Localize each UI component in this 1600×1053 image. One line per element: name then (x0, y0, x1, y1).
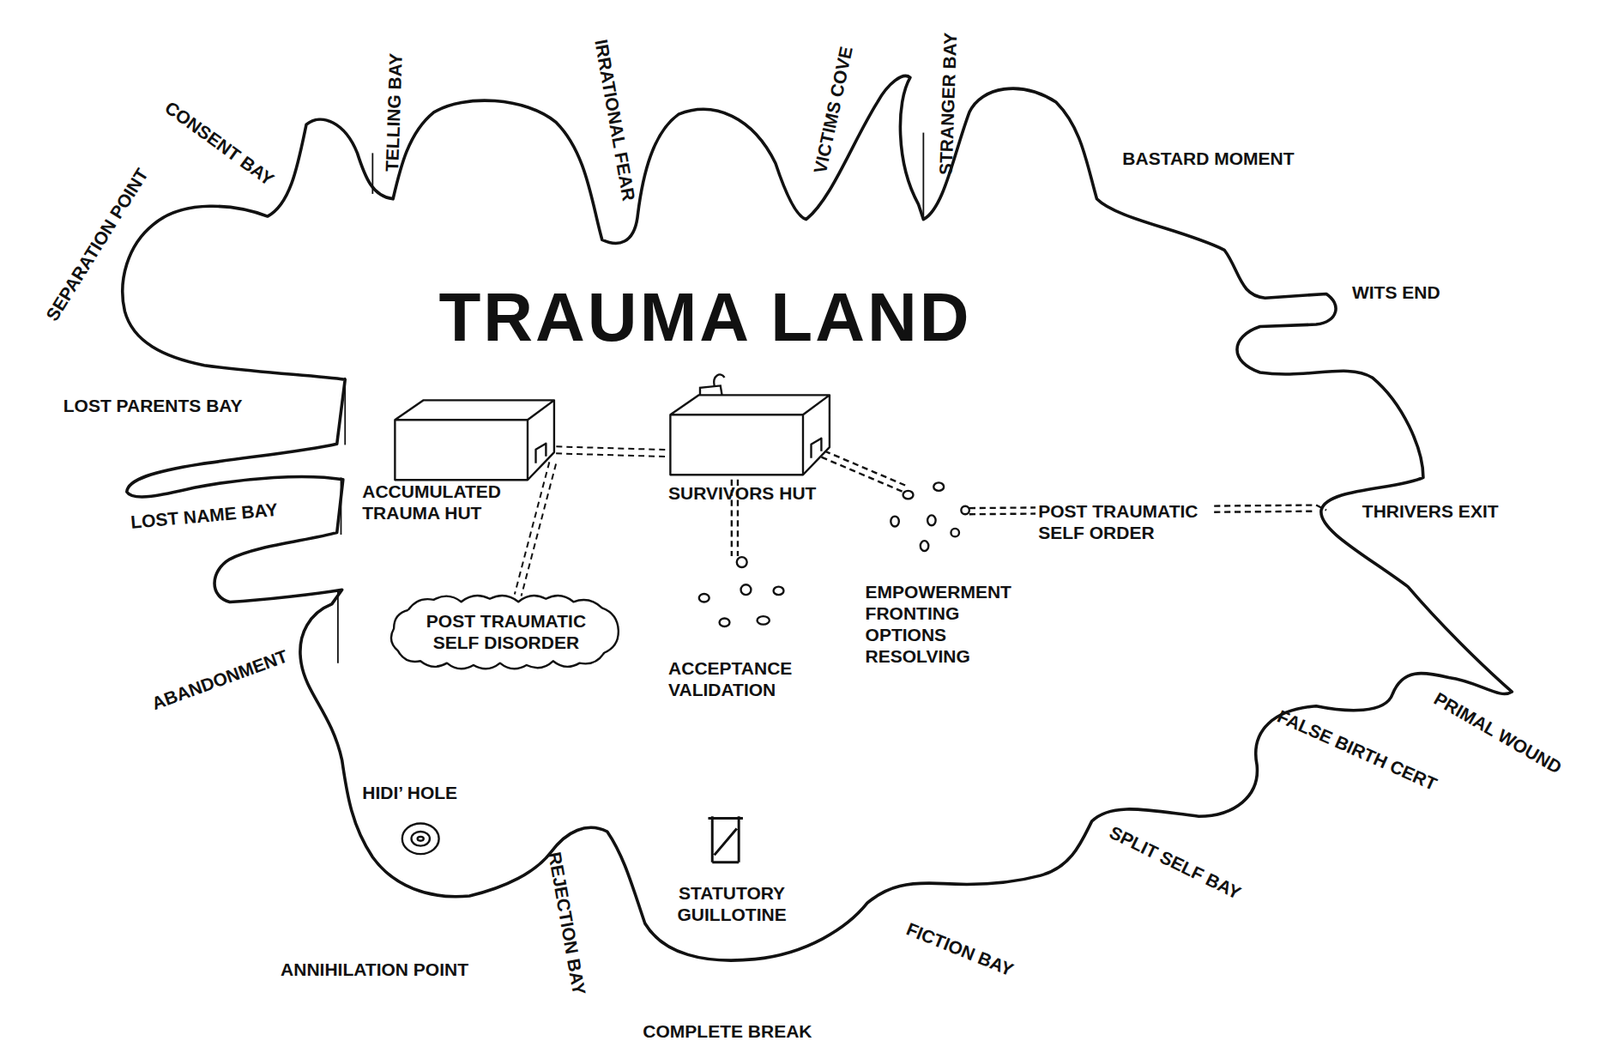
hut-outline (392, 398, 556, 483)
dashed-line (555, 446, 669, 450)
place-label: COMPLETE BREAK (642, 1020, 812, 1042)
place-label: LOST PARENTS BAY (63, 394, 243, 417)
place-label: IRRATIONAL FEAR (590, 37, 640, 203)
hut-label: SURVIVORS HUT (668, 482, 816, 504)
map-title: TRAUMA LAND (438, 277, 972, 357)
cloud-label: POST TRAUMATIC SELF DISORDER (420, 609, 592, 653)
hut-shape (670, 394, 830, 475)
place-label: TELLING BAY (380, 52, 407, 172)
place-label: ACCEPTANCE VALIDATION (668, 657, 792, 701)
place-label: EMPOWERMENT FRONTING OPTIONS RESOLVING (865, 580, 1012, 668)
place-label: THRIVERS EXIT (1362, 500, 1499, 522)
hut-node: ACCUMULATED TRAUMA HUT (392, 398, 556, 483)
dashed-track (555, 446, 669, 457)
coastline (122, 76, 1513, 961)
hut-shape (394, 399, 555, 480)
place-label: PRIMAL WOUND (1430, 687, 1566, 779)
dashed-line (514, 461, 550, 594)
place-label: BASTARD MOMENT (1122, 147, 1294, 170)
hut-outline (668, 392, 832, 477)
dashed-track (514, 461, 556, 596)
place-label: LOST NAME BAY (129, 498, 278, 533)
guillotine-symbol (707, 815, 743, 863)
hut-label: ACCUMULATED TRAUMA HUT (362, 480, 504, 524)
place-label: REJECTION BAY (543, 850, 591, 997)
path-dashes (731, 451, 1327, 556)
place-label: SPLIT SELF BAY (1106, 821, 1245, 904)
hut-node: SURVIVORS HUT (668, 392, 832, 477)
place-label: POST TRAUMATIC SELF ORDER (1035, 500, 1213, 544)
place-label: ABANDONMENT (148, 645, 290, 715)
dashed-line (521, 463, 556, 596)
place-label: FICTION BAY (903, 917, 1017, 981)
hidi-hole (402, 822, 440, 854)
cloud-shape (391, 596, 619, 670)
place-label: STATUTORY GUILLOTINE (663, 881, 801, 925)
place-label: HIDI’ HOLE (362, 781, 458, 804)
place-label: WITS END (1352, 281, 1441, 303)
dashed-line (555, 452, 669, 457)
place-label: ANNIHILATION POINT (280, 958, 469, 980)
place-label: FALSE BIRTH CERT (1273, 705, 1441, 796)
place-label: CONSENT BAY (160, 96, 278, 190)
cloud-outline (387, 589, 625, 674)
cloud-node: POST TRAUMATIC SELF DISORDER (387, 589, 625, 674)
